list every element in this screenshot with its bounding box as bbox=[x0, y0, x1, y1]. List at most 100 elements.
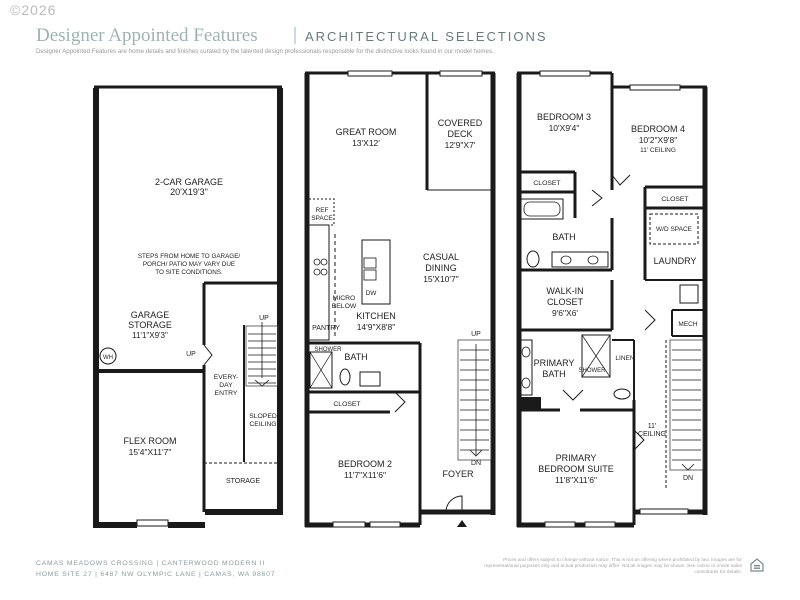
stairs bbox=[669, 339, 704, 471]
window bbox=[629, 84, 681, 91]
front-door bbox=[445, 495, 463, 513]
window bbox=[332, 521, 366, 528]
address-line: HOME SITE 27 | 6487 NW OLYMPIC LANE | CA… bbox=[36, 571, 276, 578]
floor-1-labels: 2-CAR GARAGE 20'X19'3" STEPS FROM HOME T… bbox=[103, 177, 277, 485]
window bbox=[544, 521, 576, 528]
room-dim: 12'9"X7' bbox=[445, 140, 476, 150]
room-dim: 11'7"X11'6" bbox=[344, 470, 386, 480]
door bbox=[591, 189, 603, 207]
label: CLOSET bbox=[533, 180, 560, 187]
vanity bbox=[519, 339, 533, 396]
entry-arrow bbox=[457, 520, 467, 527]
label: DN bbox=[471, 460, 481, 467]
toilet bbox=[526, 250, 540, 268]
sink bbox=[560, 255, 572, 265]
stairs bbox=[245, 322, 279, 387]
room-dim: 14'9"X8'8" bbox=[357, 322, 396, 332]
room-name: BEDROOM 2 bbox=[338, 459, 392, 469]
room-name: BATH bbox=[542, 369, 565, 379]
label: BELOW bbox=[332, 303, 357, 310]
room-dim: 11'1"X9'3" bbox=[132, 331, 168, 340]
label: PANTRY bbox=[312, 325, 340, 332]
label: 11' CEILING bbox=[640, 147, 676, 154]
wd-space bbox=[649, 213, 699, 245]
room-dim: 10'2"X9'8" bbox=[639, 135, 678, 145]
bathtub bbox=[520, 198, 564, 220]
room-name: DECK bbox=[447, 129, 472, 139]
room-name: CASUAL bbox=[423, 252, 459, 262]
burner bbox=[320, 258, 328, 266]
shower-mark bbox=[581, 334, 611, 378]
room-name: LAUNDRY bbox=[654, 256, 697, 266]
sink bbox=[363, 269, 377, 281]
kitchen-counter bbox=[308, 224, 330, 341]
label: UP bbox=[186, 351, 196, 358]
label: SHOWER bbox=[315, 347, 343, 353]
label: LINEN bbox=[615, 355, 634, 362]
room-dim: 15'4"X11'7" bbox=[129, 447, 172, 457]
floor-3-labels: BEDROOM 3 10'X9'4" BEDROOM 4 10'2"X9'8" … bbox=[533, 112, 697, 485]
room-name: BEDROOM SUITE bbox=[538, 464, 614, 474]
water-heater bbox=[99, 347, 117, 365]
room-dim: 11'8"X11'6" bbox=[555, 475, 597, 485]
copyright-mark: ©2026 bbox=[10, 2, 57, 18]
window bbox=[347, 70, 393, 77]
room-name: GREAT ROOM bbox=[336, 127, 397, 137]
window bbox=[439, 70, 483, 77]
burner bbox=[313, 258, 321, 266]
equal-housing-icon bbox=[750, 558, 764, 572]
room-name: FOYER bbox=[442, 469, 474, 479]
vanity bbox=[359, 371, 381, 387]
label: CEILING bbox=[638, 431, 666, 438]
room-dim: 20'X19'3" bbox=[170, 187, 208, 197]
floor-plan-level-1 bbox=[93, 85, 283, 528]
page-title: Designer Appointed Features bbox=[36, 25, 258, 46]
toilet bbox=[339, 368, 351, 386]
label: WH bbox=[103, 355, 113, 361]
utility-sink bbox=[679, 284, 699, 304]
label: MICRO bbox=[333, 295, 356, 302]
sink bbox=[587, 255, 599, 265]
label: SHOWER bbox=[579, 368, 607, 374]
shower-mark bbox=[309, 351, 333, 389]
note: TO SITE CONDITIONS. bbox=[155, 269, 223, 276]
door bbox=[633, 429, 645, 451]
shower bbox=[581, 334, 611, 378]
stairs bbox=[457, 339, 492, 461]
room-name: BEDROOM 4 bbox=[631, 124, 685, 134]
label: CLOSET bbox=[333, 401, 360, 408]
window bbox=[369, 521, 401, 528]
window bbox=[639, 508, 689, 515]
room-name: PRIMARY bbox=[556, 453, 597, 463]
floor-2-labels: GREAT ROOM 13'X12' COVERED DECK 12'9"X7'… bbox=[311, 118, 483, 480]
note: STEPS FROM HOME TO GARAGE/ bbox=[138, 253, 241, 260]
door bbox=[203, 344, 213, 366]
disclaimer: Prices and offers subject to change with… bbox=[484, 558, 742, 575]
window bbox=[539, 70, 591, 77]
room-name: STORAGE bbox=[226, 478, 260, 485]
room-name: FLEX ROOM bbox=[123, 436, 176, 446]
label: DW bbox=[366, 290, 378, 297]
door bbox=[644, 309, 656, 331]
room-name: BATH bbox=[552, 232, 575, 242]
room-name: GARAGE bbox=[131, 310, 170, 320]
label: MECH bbox=[678, 321, 697, 328]
room-dim: 9'6"X6' bbox=[552, 308, 578, 318]
label: W/D SPACE bbox=[656, 226, 693, 233]
label: 11' bbox=[648, 423, 657, 430]
label: UP bbox=[471, 331, 481, 338]
room-name: WALK-IN bbox=[546, 286, 583, 296]
label: UP bbox=[259, 315, 269, 322]
room-dim: 10'X9'4" bbox=[549, 123, 580, 133]
label: EVERY- bbox=[214, 374, 239, 381]
note: PORCH/ PATIO MAY VARY DUE bbox=[143, 261, 235, 268]
room-name: BEDROOM 3 bbox=[537, 112, 591, 122]
wall-column bbox=[519, 397, 541, 411]
sink bbox=[521, 346, 531, 358]
floor-plan-level-2 bbox=[304, 70, 496, 528]
door bbox=[394, 391, 406, 413]
room-name: KITCHEN bbox=[356, 311, 396, 321]
window bbox=[584, 521, 616, 528]
bathtub-basin bbox=[523, 201, 561, 217]
